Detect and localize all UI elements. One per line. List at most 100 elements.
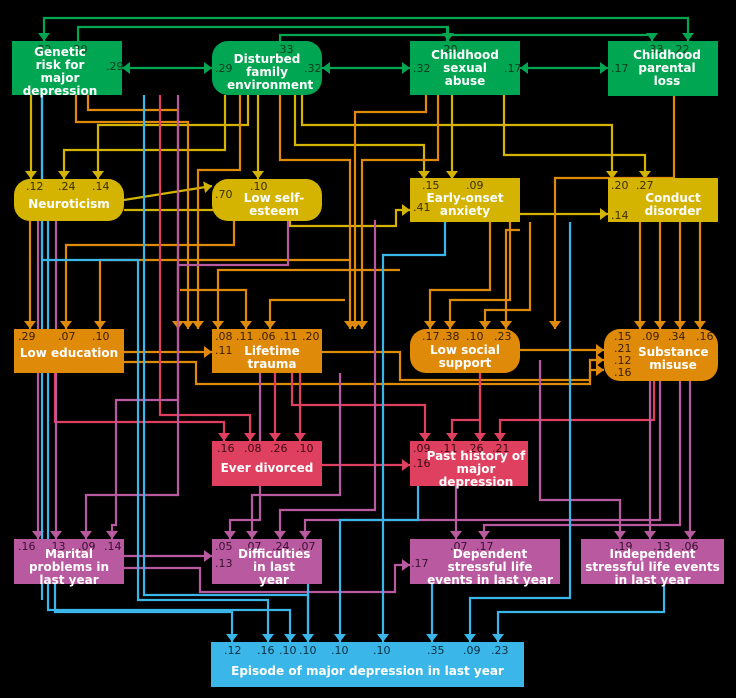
- coef: .33: [646, 43, 664, 56]
- arrowhead: [212, 321, 224, 329]
- arrowhead: [262, 634, 274, 642]
- node-label: Past history of major depression: [426, 449, 526, 489]
- path-line: [268, 298, 345, 329]
- coef: .10: [250, 180, 268, 193]
- node-childhood-parental-loss: .33 .22 .17 Childhood parental loss: [608, 41, 718, 96]
- arrowhead: [402, 459, 410, 471]
- coef: .29: [215, 62, 233, 75]
- node-genetic-risk: .22 .20 .29 Genetic risk for major depre…: [12, 41, 124, 98]
- node-label: Ever divorced: [220, 461, 314, 475]
- arrowhead: [494, 433, 506, 441]
- arrowhead: [450, 531, 462, 539]
- node-independent-stressful-life-events: .19 .13 .06 Independent stressful life e…: [581, 539, 724, 587]
- arrowhead: [694, 321, 706, 329]
- path-line: [110, 221, 290, 539]
- path-line: [64, 221, 236, 329]
- coef: .41: [413, 201, 431, 214]
- coef: .14: [104, 540, 122, 553]
- path-line: [74, 95, 190, 329]
- arrowhead: [203, 181, 212, 194]
- arrowhead: [226, 634, 238, 642]
- node-marital-problems: .16 .13 .09 .14 Marital problems in last…: [14, 539, 124, 587]
- arrowhead: [294, 433, 306, 441]
- path-line: [158, 95, 252, 441]
- node-neuroticism: .12 .24 .14 Neuroticism: [14, 179, 124, 221]
- arrowhead: [50, 531, 62, 539]
- arrowhead: [402, 62, 410, 74]
- coef: .09: [466, 179, 484, 192]
- arrowhead: [264, 321, 276, 329]
- coef: .06: [681, 540, 699, 553]
- node-early-onset-anxiety: .15 .09 .41 Early-onset anxiety: [410, 178, 520, 222]
- arrowhead: [426, 634, 438, 642]
- path-line: [250, 373, 342, 539]
- path-line: [196, 95, 242, 329]
- arrowhead: [334, 634, 346, 642]
- coef: .12: [224, 644, 242, 657]
- arrowhead: [639, 171, 651, 179]
- arrowhead: [606, 171, 618, 179]
- path-line: [322, 350, 604, 382]
- arrowhead: [204, 62, 212, 74]
- coef: .17: [422, 330, 440, 343]
- path-line: [293, 95, 426, 179]
- arrowhead: [474, 433, 486, 441]
- coef: .20: [70, 43, 88, 56]
- arrowhead: [674, 321, 686, 329]
- arrowhead: [418, 171, 430, 179]
- node-low-self-esteem: .10 .70 Low self-esteem: [212, 179, 322, 221]
- arrowhead: [424, 321, 436, 329]
- arrowhead: [284, 634, 296, 642]
- coef: .16: [614, 366, 632, 379]
- arrowhead: [634, 321, 646, 329]
- node-dependent-stressful-life-events: .07 .17 .17 Dependent stressful life eve…: [410, 539, 560, 587]
- node-label: Difficulties in last year: [238, 547, 311, 587]
- arrowhead: [25, 171, 37, 179]
- node-low-social-support: .17 .38 .10 .23 Low social support: [410, 329, 520, 373]
- node-label: Childhood parental loss: [633, 48, 701, 88]
- path-line: [538, 360, 622, 539]
- arrowhead: [444, 321, 456, 329]
- node-label: Substance misuse: [638, 345, 709, 372]
- arrowhead: [204, 346, 212, 358]
- arrowhead: [269, 433, 281, 441]
- coef: .11: [215, 344, 233, 357]
- coef: .14: [92, 180, 110, 193]
- coef: .13: [215, 557, 233, 570]
- coef: .26: [270, 442, 288, 455]
- path-line: [180, 288, 248, 329]
- node-conduct-disorder: .20 .27 .14 Conduct disorder: [608, 178, 718, 222]
- path-line: [338, 486, 420, 642]
- coef: .11: [440, 442, 458, 455]
- arrowhead: [446, 171, 458, 179]
- coef: .34: [668, 330, 686, 343]
- node-label: Marital problems in last year: [28, 547, 110, 587]
- path-line: [448, 222, 512, 329]
- coef: .09: [413, 442, 431, 455]
- coef: .09: [78, 540, 96, 553]
- arrowhead: [92, 171, 104, 179]
- coef: .22: [672, 43, 690, 56]
- arrowhead: [549, 321, 561, 329]
- arrowhead: [322, 62, 330, 74]
- arrowhead: [446, 433, 458, 441]
- node-label: Conduct disorder: [644, 191, 702, 218]
- coef: .21: [492, 442, 510, 455]
- coef: .13: [48, 540, 66, 553]
- arrowhead: [182, 321, 194, 329]
- arrowhead: [244, 433, 256, 441]
- path-line: [303, 381, 662, 539]
- node-label: Neuroticism: [28, 196, 110, 211]
- path-line: [498, 381, 656, 441]
- arrowhead: [274, 531, 286, 539]
- coef: .38: [442, 330, 460, 343]
- arrowhead: [600, 208, 608, 220]
- arrowhead: [302, 634, 314, 642]
- arrowhead: [596, 364, 604, 376]
- arrowhead: [299, 531, 311, 539]
- coef: .13: [653, 540, 671, 553]
- path-line: [278, 220, 377, 539]
- arrowhead: [122, 62, 130, 74]
- arrowhead: [246, 531, 258, 539]
